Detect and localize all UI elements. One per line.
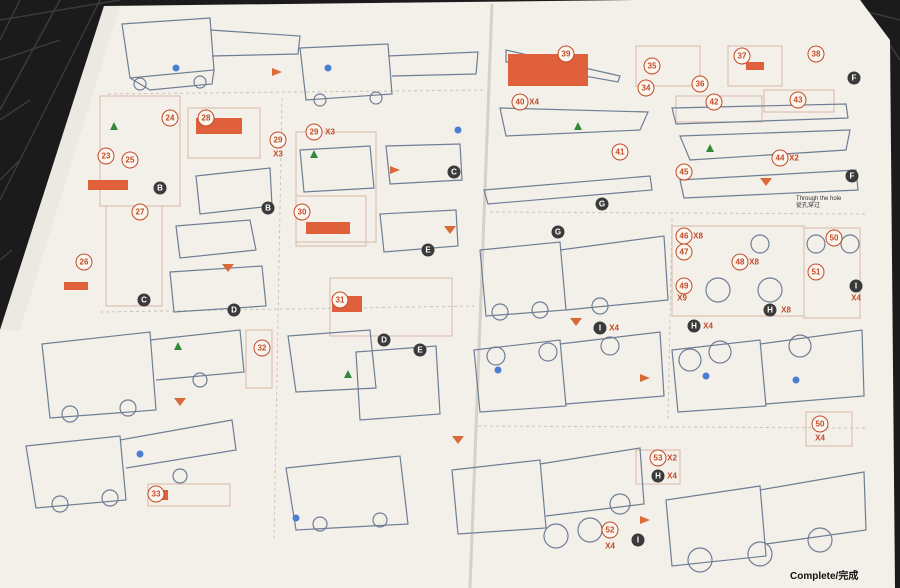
- multiplier-h-2: X4: [703, 321, 713, 331]
- label-c: C: [137, 293, 151, 307]
- step-30: 30: [293, 203, 311, 221]
- glue-markers: [110, 64, 800, 522]
- label-g: G: [595, 197, 609, 211]
- step-23: 23: [97, 147, 115, 165]
- step-52: 52: [601, 521, 619, 539]
- paper-fold: [468, 3, 494, 588]
- step-43: 43: [789, 91, 807, 109]
- label-c-2: C: [447, 165, 461, 179]
- through-hole-note: Through the hole 従孔穿过: [796, 196, 841, 210]
- label-f: F: [847, 71, 861, 85]
- multiplier-i: X4: [851, 293, 861, 303]
- label-i: I: [849, 279, 863, 293]
- label-b-2: B: [261, 201, 275, 215]
- complete-label: Complete/完成: [790, 571, 859, 582]
- through-hole-note-cn: 従孔穿过: [796, 203, 821, 209]
- step-33: 33: [147, 485, 165, 503]
- step-51: 51: [807, 263, 825, 281]
- label-h-3: H: [651, 469, 665, 483]
- step-45: 45: [675, 163, 693, 181]
- step-24: 24: [161, 109, 179, 127]
- step-37: 37: [733, 47, 751, 65]
- step-42: 42: [705, 93, 723, 111]
- step-38: 38: [807, 45, 825, 63]
- label-h: H: [763, 303, 777, 317]
- flow-arrows: [174, 68, 772, 524]
- multiplier-50: X4: [815, 433, 825, 443]
- step-29: 29: [269, 131, 287, 149]
- label-g-2: G: [551, 225, 565, 239]
- step-34: 34: [637, 79, 655, 97]
- label-d: D: [227, 303, 241, 317]
- multiplier-53: X2: [667, 453, 677, 463]
- label-i-2: I: [593, 321, 607, 335]
- step-50: 50: [825, 229, 843, 247]
- step-50-b: 50: [811, 415, 829, 433]
- label-e: E: [421, 243, 435, 257]
- step-29-b: 29: [305, 123, 323, 141]
- step-31: 31: [331, 291, 349, 309]
- step-27: 27: [131, 203, 149, 221]
- step-46: 46: [675, 227, 693, 245]
- multiplier-46: X8: [693, 231, 703, 241]
- step-40: 40: [511, 93, 529, 111]
- step-36: 36: [691, 75, 709, 93]
- multiplier-40: X4: [529, 97, 539, 107]
- multiplier-29: X3: [273, 149, 283, 159]
- multiplier-44: X2: [789, 153, 799, 163]
- step-25: 25: [121, 151, 139, 169]
- step-41: 41: [611, 143, 629, 161]
- label-d-2: D: [377, 333, 391, 347]
- through-hole-note-en: Through the hole: [796, 196, 842, 202]
- multiplier-48: X8: [749, 257, 759, 267]
- step-48: 48: [731, 253, 749, 271]
- step-28: 28: [197, 109, 215, 127]
- multiplier-49: X9: [677, 293, 687, 303]
- multiplier-h: X8: [781, 305, 791, 315]
- step-32: 32: [253, 339, 271, 357]
- multiplier-52: X4: [605, 541, 615, 551]
- multiplier-h-3: X4: [667, 471, 677, 481]
- label-e-2: E: [413, 343, 427, 357]
- label-f-2: F: [845, 169, 859, 183]
- truck-sketches: [25, 17, 867, 573]
- step-26: 26: [75, 253, 93, 271]
- step-47: 47: [675, 243, 693, 261]
- step-35: 35: [643, 57, 661, 75]
- step-44: 44: [771, 149, 789, 167]
- multiplier-29-b: X3: [325, 127, 335, 137]
- step-39: 39: [557, 45, 575, 63]
- step-49: 49: [675, 277, 693, 295]
- label-h-2: H: [687, 319, 701, 333]
- label-b: B: [153, 181, 167, 195]
- step-53: 53: [649, 449, 667, 467]
- label-i-3: I: [631, 533, 645, 547]
- multiplier-i-2: X4: [609, 323, 619, 333]
- section-dividers: [99, 89, 869, 541]
